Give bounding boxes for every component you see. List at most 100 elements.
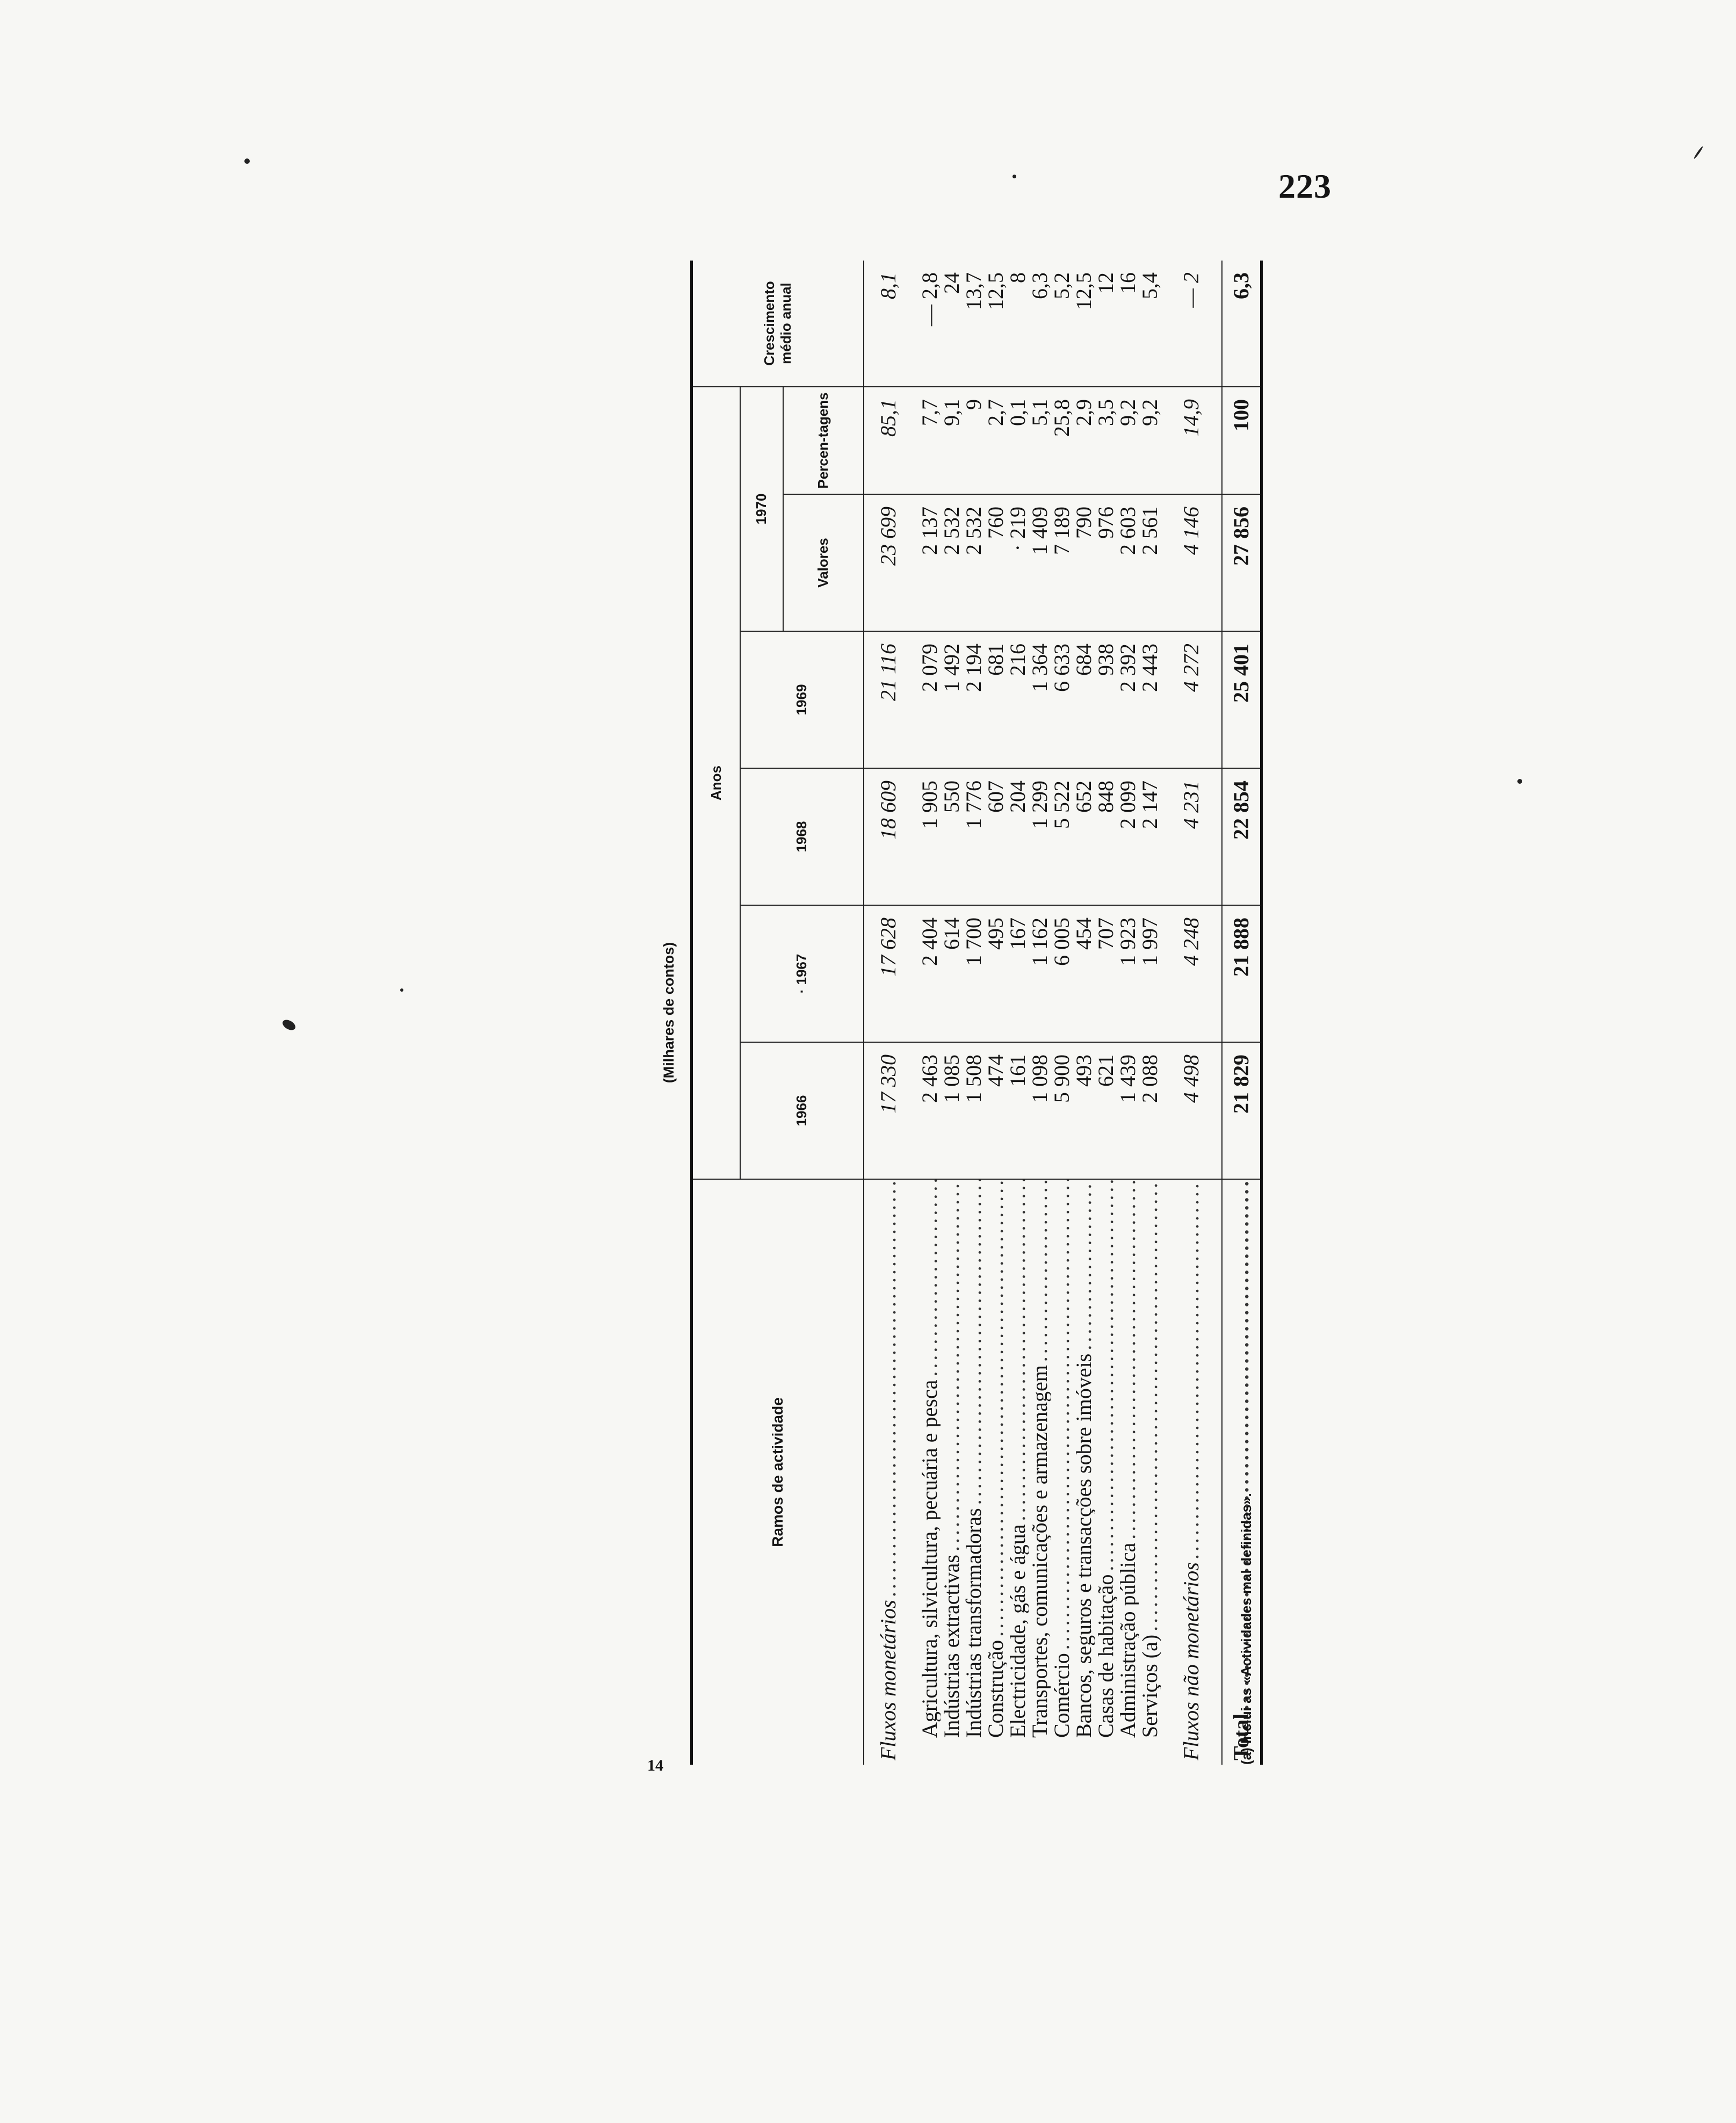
cell-1966: 621: [1094, 1042, 1118, 1179]
cell-1970-percent: 9: [961, 387, 986, 494]
cell-growth: 5,2: [1050, 261, 1074, 387]
cell-1969: 2 392: [1116, 631, 1140, 768]
cell-1967: 1 700: [961, 905, 986, 1042]
cell-1968: 2 147: [1138, 768, 1162, 905]
cell-growth: 6,3: [1221, 261, 1261, 387]
cell-1970-values: 27 856: [1221, 494, 1261, 631]
cell-1969: 2 194: [961, 631, 986, 768]
scan-speck: [1517, 779, 1522, 784]
years-group-header: Anos: [691, 387, 740, 1179]
table-row: Fluxos não monetários...................…: [1179, 261, 1203, 1765]
cell-1970-percent: 2,7: [983, 387, 1008, 494]
table-row: Casas de habitação......................…: [1094, 261, 1118, 1765]
cell-1966: 493: [1072, 1042, 1096, 1179]
table-spacer: [1160, 261, 1180, 1765]
cell-1969: 6 633: [1050, 631, 1074, 768]
cell-growth: 13,7: [961, 261, 986, 387]
year-1967-header: · 1967: [740, 905, 864, 1042]
cell-1967: 614: [939, 905, 964, 1042]
cell-1968: 1 905: [917, 768, 942, 905]
row-label: Fluxos não monetários...................…: [1180, 1179, 1202, 1760]
cell-1970-values: 2 532: [939, 494, 964, 631]
cell-1967: 17 628: [863, 905, 900, 1042]
cell-1968: 848: [1094, 768, 1118, 905]
row-label: Administração pública...................…: [1116, 1179, 1139, 1765]
footnote: (a) Inclui as «Actividades mal definidas…: [1238, 1493, 1254, 1765]
table-row: Indústrias transformadoras..............…: [961, 261, 986, 1765]
cell-growth: — 2: [1179, 261, 1203, 387]
cell-growth: 5,4: [1138, 261, 1162, 387]
year-1970-header: 1970: [740, 387, 783, 631]
cell-1970-values: 23 699: [863, 494, 900, 631]
cell-1970-percent: 0,1: [1006, 387, 1030, 494]
cell-1969: 2 443: [1138, 631, 1162, 768]
row-label: Agricultura, silvicultura, pecuária e pe…: [918, 1179, 941, 1765]
cell-1968: 22 854: [1221, 768, 1261, 905]
cell-1970-percent: 9,2: [1116, 387, 1140, 494]
cell-1968: 4 231: [1179, 768, 1203, 905]
cell-1968: 204: [1006, 768, 1030, 905]
scan-speck: [1012, 175, 1016, 178]
cell-1967: 2 404: [917, 905, 942, 1042]
cell-1966: 1 098: [1028, 1042, 1052, 1179]
cell-growth: — 2,8: [917, 261, 942, 387]
cell-1967: 707: [1094, 905, 1118, 1042]
cell-1967: 495: [983, 905, 1008, 1042]
cell-1970-values: · 219: [1006, 494, 1030, 631]
cell-1966: 5 900: [1050, 1042, 1074, 1179]
cell-1969: 2 079: [917, 631, 942, 768]
cell-1968: 1 299: [1028, 768, 1052, 905]
cell-1966: 17 330: [863, 1042, 900, 1179]
year-1966-header: 1966: [740, 1042, 864, 1179]
growth-header: Crescimento médio anual: [691, 261, 864, 387]
scan-speck: [400, 988, 403, 992]
table-row: Fluxos monetários.......................…: [863, 261, 900, 1765]
cell-1967: 1 923: [1116, 905, 1140, 1042]
cell-1970-percent: 14,9: [1179, 387, 1203, 494]
cell-1967: 4 248: [1179, 905, 1203, 1042]
cell-1968: 2 099: [1116, 768, 1140, 905]
values-header: Valores: [783, 494, 864, 631]
cell-growth: 12,5: [1072, 261, 1096, 387]
cell-1970-percent: 9,1: [939, 387, 964, 494]
cell-1966: 1 439: [1116, 1042, 1140, 1179]
cell-growth: 8,1: [863, 261, 900, 387]
cell-1969: 684: [1072, 631, 1096, 768]
cell-1970-percent: 3,5: [1094, 387, 1118, 494]
row-label: Indústrias transformadoras..............…: [962, 1179, 985, 1765]
cell-1969: 1 364: [1028, 631, 1052, 768]
cell-1970-values: 790: [1072, 494, 1096, 631]
table-row: Bancos, seguros e transacções sobre imóv…: [1072, 261, 1096, 1765]
row-label: Comércio................................…: [1050, 1179, 1073, 1738]
row-label: Electricidade, gás e água...............…: [1006, 1179, 1029, 1765]
cell-1967: 21 888: [1221, 905, 1261, 1042]
cell-1967: 167: [1006, 905, 1030, 1042]
cell-1966: 161: [1006, 1042, 1030, 1179]
cell-1968: 5 522: [1050, 768, 1074, 905]
cell-growth: 6,3: [1028, 261, 1052, 387]
table-spacer: [1202, 261, 1222, 1765]
cell-1970-values: 2 137: [917, 494, 942, 631]
row-label: Fluxos monetários.......................…: [876, 1179, 899, 1760]
cell-1967: 1 997: [1138, 905, 1162, 1042]
cell-1969: 25 401: [1221, 631, 1261, 768]
cell-growth: 8: [1006, 261, 1030, 387]
row-label: Serviços (a)............................…: [1138, 1179, 1161, 1738]
cell-1970-values: 2 561: [1138, 494, 1162, 631]
cell-1970-values: 760: [983, 494, 1008, 631]
cell-1970-percent: 7,7: [917, 387, 942, 494]
row-label: Indústrias extractivas..................…: [940, 1179, 963, 1765]
cell-1966: 1 085: [939, 1042, 964, 1179]
table-row: Agricultura, silvicultura, pecuária e pe…: [917, 261, 942, 1765]
table-row: Comércio................................…: [1050, 261, 1074, 1765]
cell-1969: 4 272: [1179, 631, 1203, 768]
cell-1970-percent: 25,8: [1050, 387, 1074, 494]
scan-speck: [280, 1017, 298, 1032]
cell-1968: 1 776: [961, 768, 986, 905]
cell-1968: 18 609: [863, 768, 900, 905]
cell-1970-values: 1 409: [1028, 494, 1052, 631]
cell-1966: 4 498: [1179, 1042, 1203, 1179]
table-row: Serviços (a)............................…: [1138, 261, 1162, 1765]
cell-growth: 12: [1094, 261, 1118, 387]
cell-1967: 1 162: [1028, 905, 1052, 1042]
